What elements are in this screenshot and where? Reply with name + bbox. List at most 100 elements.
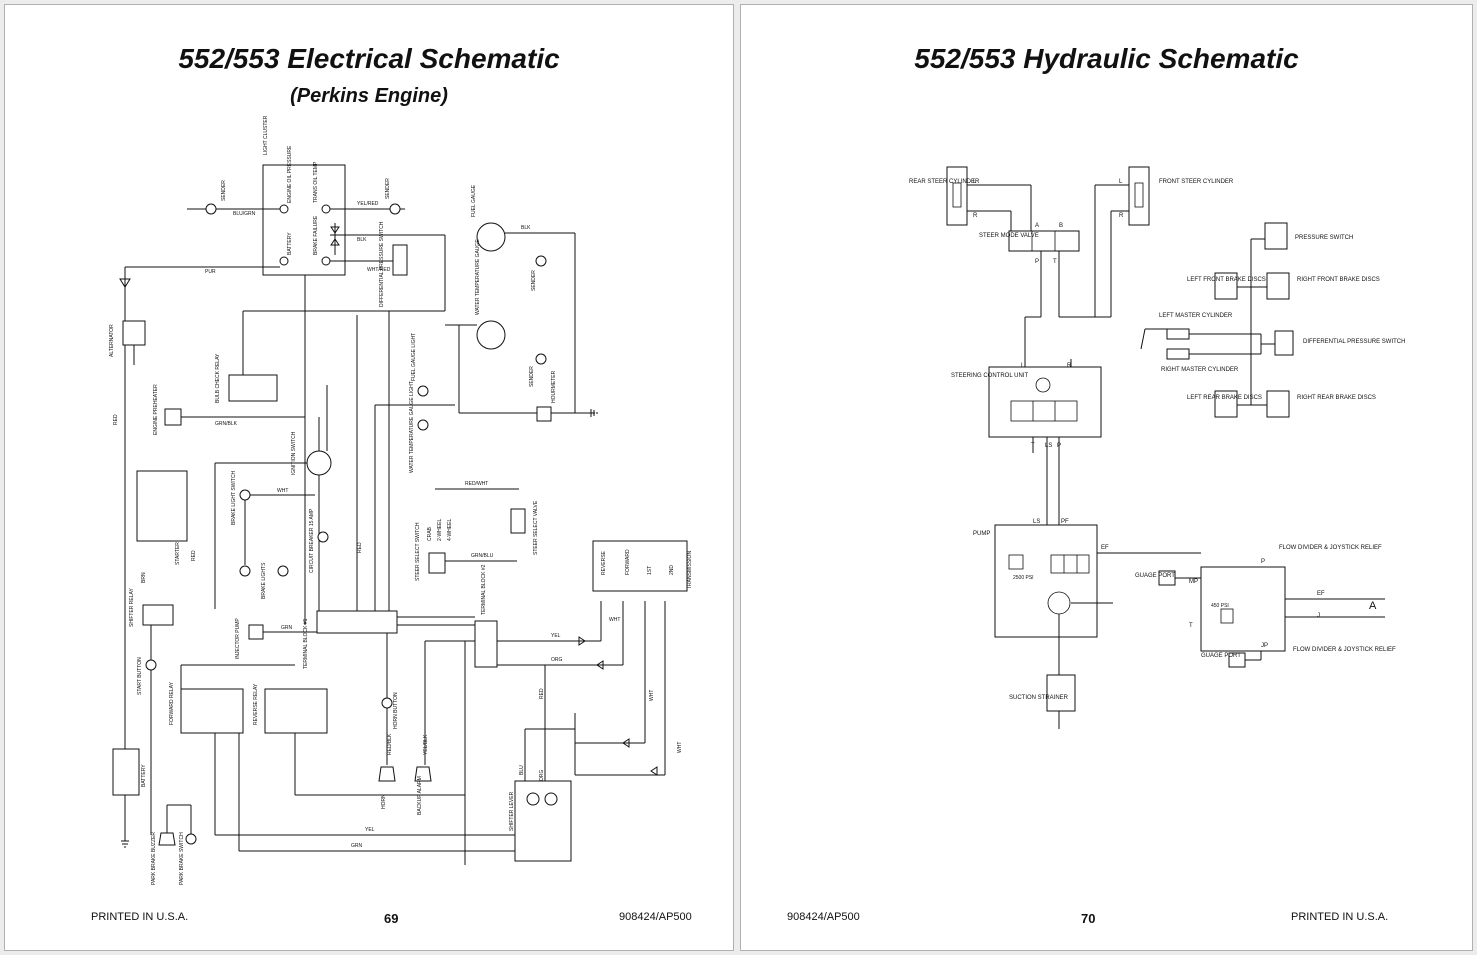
injector-pump [248,624,264,640]
brake-light-switch-label: BRAKE LIGHT SWITCH [231,471,237,525]
forward-label: FORWARD [625,549,631,575]
fuel-gauge-label: FUEL GAUGE [471,184,477,217]
rear-steer-cylinder [946,166,968,226]
pump-label: PUMP [973,531,990,537]
pump-port-ef: EF [1101,545,1109,551]
wire-brn: BRN [141,572,147,583]
wire-yel-2: YEL [365,827,375,833]
right-rear-brake-discs [1266,390,1290,418]
wire-red-3: RED [357,542,363,553]
steer-select-valve [510,508,526,534]
suction-strainer-label: SUCTION STRAINER [1009,695,1069,701]
shifter-lever-box [514,780,572,862]
park-brake-switch [185,833,197,845]
battery-box [112,748,140,796]
battery-indicator-label: BATTERY [287,232,293,255]
rear-cyl-port-r: R [973,213,978,219]
hydraulic-schematic-page: 552/553 Hydraulic Schematic REAR STEER C… [740,4,1473,951]
pump-port-ls: LS [1033,519,1040,525]
hourmeter [536,406,552,422]
rear-steer-cylinder-label: REAR STEER CYLINDER [909,179,980,185]
circuit-breaker-label: CIRCUIT BREAKER 15 AMP [309,508,315,573]
fuel-gauge [476,222,506,252]
outlet-a-label: A [1369,600,1377,612]
steer-select-switch-label: STEER SELECT SWITCH [415,522,421,581]
front-cyl-port-r: R [1119,213,1124,219]
start-button [145,659,157,671]
page-number: 70 [1081,911,1096,926]
pressure-switch-label: PRESSURE SWITCH [1295,235,1353,241]
horn [378,766,396,782]
shifter-lever-label: SHIFTER LEVER [509,791,515,831]
guage-port-2-label: GUAGE PORT [1201,653,1241,659]
front-steer-cylinder [1128,166,1150,226]
four-wheel-label: 4-WHEEL [447,519,453,541]
scu-port-r: R [1067,363,1072,369]
terminal-block-1 [316,610,398,634]
left-front-brake-discs-label: LEFT FRONT BRAKE DISCS [1187,277,1266,283]
smv-port-b: B [1059,223,1063,229]
shifter-1st [526,792,540,806]
right-master-cylinder [1166,348,1190,360]
hydraulic-schematic-diagram: REAR STEER CYLINDER L R FRONT STEER CYLI… [909,166,1405,729]
smv-port-a: A [1035,223,1039,229]
wire-wht-3: WHT [649,690,655,701]
wire-red-1: RED [113,414,119,425]
differential-pressure-switch [1274,330,1294,356]
water-temp-gauge-label: WATER TEMPERATURE GAUGE [475,239,481,315]
wire-red-wht: RED/WHT [465,481,488,487]
fd-port-ef: EF [1317,591,1325,597]
flow-divider-bottom-label: FLOW DIVIDER & JOYSTICK RELIEF [1293,647,1396,653]
front-cyl-port-l: L [1119,179,1123,185]
trans-oil-temp-label: TRANS OIL TEMP [313,161,319,203]
engine-preheater-label: ENGINE PREHEATER [153,384,159,435]
wire-grn-2: GRN [351,843,363,849]
guage-port-1-label: GUAGE PORT [1135,573,1175,579]
flow-divider-box [1200,566,1286,652]
differential-pressure-switch-label: DIFFERENTIAL PRESSURE SWITCH [1303,339,1405,345]
smv-port-p: P [1035,259,1039,265]
brake-lights-label: BRAKE LIGHTS [261,562,267,599]
bulb-check-relay [228,374,278,402]
suction-strainer [1046,674,1076,712]
wire-blu: BLU [519,765,525,775]
terminal-block-2-label: TERMINAL BLOCK #2 [481,564,487,615]
oil-pressure-lamp [279,204,289,214]
first-label: 1ST [647,566,653,575]
scu-port-ls: LS [1045,443,1052,449]
horn-label: HORN [381,794,387,809]
horn-button [381,697,393,709]
battery-label: BATTERY [141,764,147,787]
fuel-gauge-light-label: FUEL GAUGE LIGHT [411,333,417,381]
footer-left: 908424/AP500 [787,911,860,923]
fd-port-jp: JP [1261,643,1268,649]
wire-wht-red: WHT/RED [367,267,391,273]
park-brake-switch-label: PARK BRAKE SWITCH [179,832,185,885]
pump-box [994,524,1098,638]
wire-grn-blu: GRN/BLU [471,553,494,559]
reverse-label: REVERSE [601,550,607,575]
right-front-brake-discs [1266,272,1290,300]
trans-sender [389,203,401,215]
right-master-cylinder-label: RIGHT MASTER CYLINDER [1161,367,1239,373]
crab-label: CRAB [427,526,433,541]
right-rear-brake-discs-label: RIGHT REAR BRAKE DISCS [1297,395,1376,401]
fd-port-j: J [1317,613,1320,619]
two-wheel-label: 2-WHEEL [437,519,443,541]
sender-label-1: SENDER [221,180,227,201]
water-temp-gauge [476,320,506,350]
trans-temp-lamp [321,204,331,214]
park-brake-buzzer [158,832,176,846]
left-master-cylinder-label: LEFT MASTER CYLINDER [1159,313,1233,319]
sender-label-3: SENDER [531,270,537,291]
left-master-cylinder [1166,328,1190,340]
footer-left: PRINTED IN U.S.A. [91,911,189,923]
light-cluster-box [262,164,346,276]
alternator-box [122,320,146,346]
fuel-sender [535,255,547,267]
right-front-brake-discs-label: RIGHT FRONT BRAKE DISCS [1297,277,1380,283]
electrical-schematic-diagram: LIGHT CLUSTER ENGINE OIL PRESSURE TRANS … [109,115,693,885]
water-sender [535,353,547,365]
page-title: 552/553 Hydraulic Schematic [914,43,1299,74]
start-button-label: START BUTTON [137,657,143,695]
